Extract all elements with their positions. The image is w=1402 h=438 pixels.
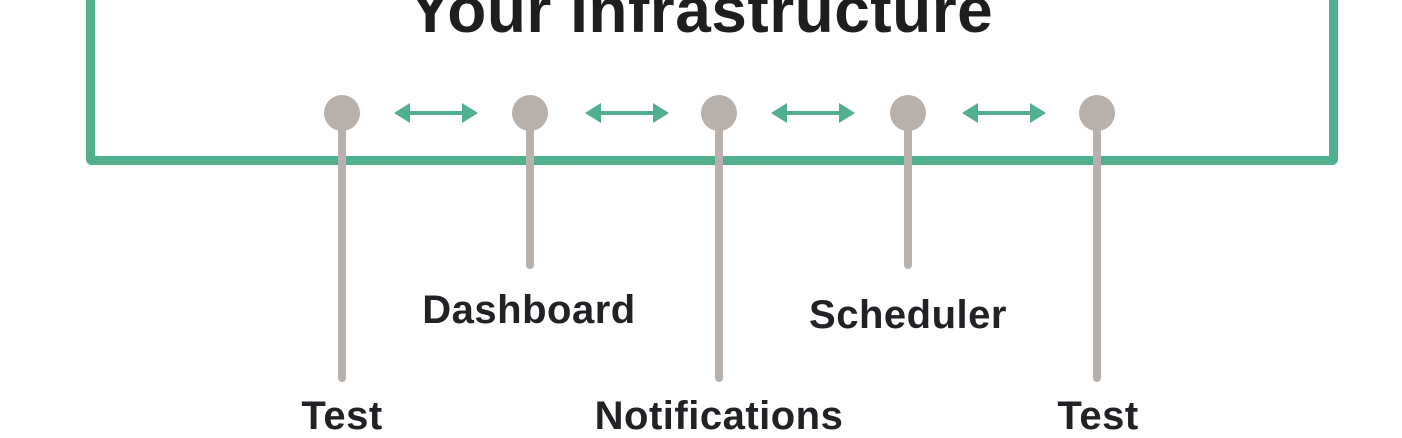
node-notifications bbox=[701, 95, 737, 131]
label-scheduler: Scheduler bbox=[809, 293, 1007, 337]
node-scheduler bbox=[890, 95, 926, 131]
label-test-2: Test bbox=[1057, 394, 1139, 438]
infrastructure-frame bbox=[86, 0, 1338, 165]
label-notifications: Notifications bbox=[594, 394, 844, 438]
node-test-1 bbox=[324, 95, 360, 131]
connection-arrow-1 bbox=[394, 103, 478, 123]
connection-arrow-3 bbox=[771, 103, 855, 123]
label-test-1: Test bbox=[301, 394, 383, 438]
connection-arrow-4 bbox=[962, 103, 1046, 123]
diagram-title: Your Infrastructure bbox=[408, 0, 994, 46]
connection-arrow-2 bbox=[585, 103, 669, 123]
node-test-2 bbox=[1079, 95, 1115, 131]
node-dashboard bbox=[512, 95, 548, 131]
label-dashboard: Dashboard bbox=[422, 288, 636, 332]
